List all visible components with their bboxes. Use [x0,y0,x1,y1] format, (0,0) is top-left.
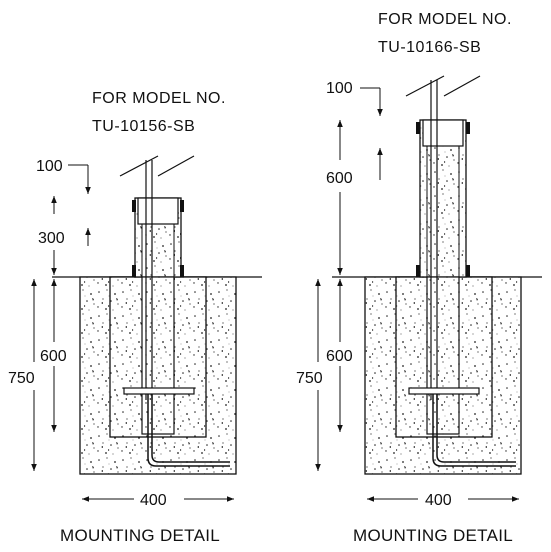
right-break-line [405,75,445,97]
left-break-line [119,155,159,177]
right-dim-top: 100 [326,80,353,97]
left-inner-post [141,276,175,435]
right-dim-above-ground: 600 [326,170,353,187]
left-dim-inner-depth: 600 [40,348,67,365]
right-post-cap [422,119,464,147]
left-anchor-bar [123,387,195,395]
left-post-cap [137,197,179,225]
left-dim-width: 400 [140,492,167,509]
right-anchor-rod [432,394,516,467]
right-anchor-bar [408,387,480,395]
right-dim-width: 400 [425,492,452,509]
right-inner-post [426,276,460,435]
right-title-line1: FOR MODEL NO. [378,11,512,28]
right-dim-inner-depth: 600 [326,348,353,365]
left-anchor-rod [147,394,230,467]
detail-right: FOR MODEL NO. TU-10166-SB 100 [296,11,542,545]
right-caption: MOUNTING DETAIL [353,526,513,545]
left-dim-total-depth: 750 [8,370,35,387]
left-caption: MOUNTING DETAIL [60,526,220,545]
left-dim-above-ground: 300 [38,230,65,247]
left-dim-top: 100 [36,158,63,175]
detail-left: FOR MODEL NO. TU-10156-SB 100 [8,90,262,545]
left-title-line1: FOR MODEL NO. [92,90,226,107]
right-title-line2: TU-10166-SB [378,39,481,56]
right-dim-total-depth: 750 [296,370,323,387]
left-title-line2: TU-10156-SB [92,118,195,135]
